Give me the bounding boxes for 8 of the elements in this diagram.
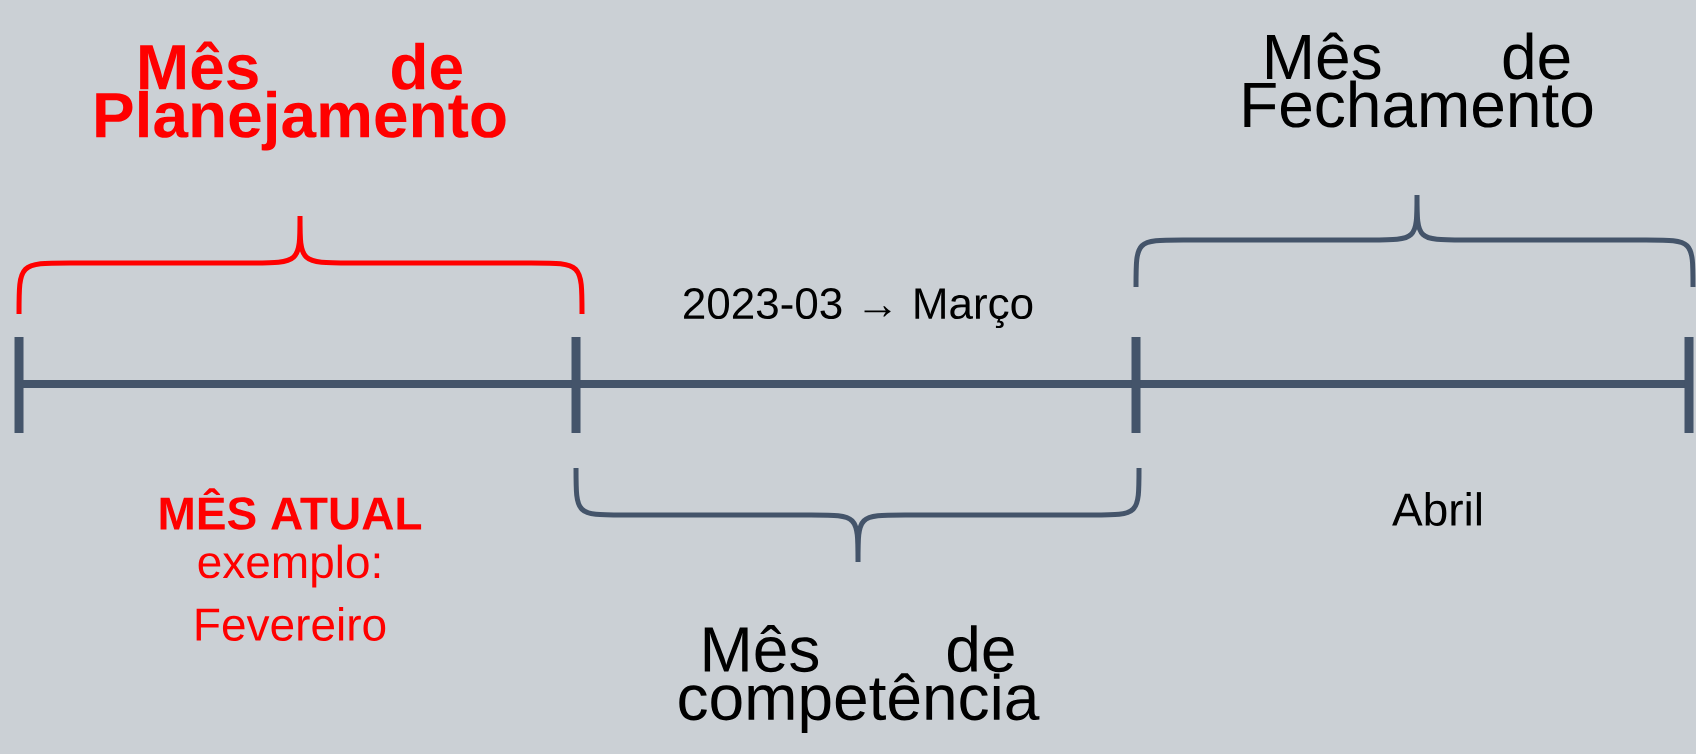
timeline-label: Mês de Planejamento — [96, 41, 506, 151]
timeline-label: Mês de competência — [679, 624, 1040, 734]
timeline-label: Fevereiro — [196, 607, 386, 641]
timeline-label: Abril — [1392, 492, 1481, 526]
timeline-label: 2023-03 → Março — [684, 287, 1033, 328]
timeline-label: Mês de Fechamento — [1244, 32, 1593, 128]
timeline-label: MÊS ATUAL — [160, 488, 422, 530]
timeline-label: exemplo: — [198, 544, 380, 588]
